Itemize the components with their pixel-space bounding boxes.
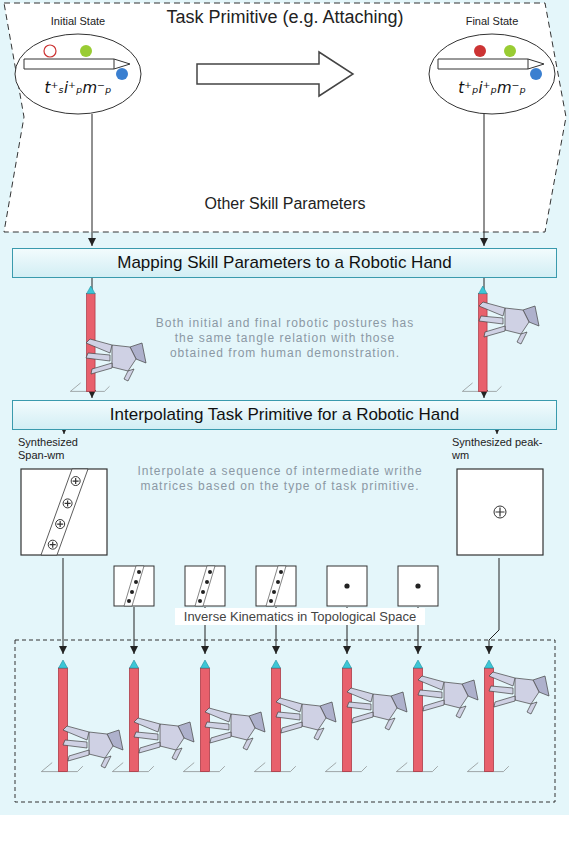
writhe-matrix-box: Synthesized Span-wm bbox=[16, 436, 112, 556]
connector-arrow bbox=[484, 114, 485, 246]
rod-symbol bbox=[24, 59, 130, 69]
rod bbox=[112, 660, 153, 772]
robot-hand bbox=[347, 688, 407, 730]
writhe-matrix bbox=[114, 566, 154, 606]
rod-symbol bbox=[438, 59, 544, 69]
robot-hand bbox=[63, 726, 123, 768]
matrix-heading: Synthesized peak-wm bbox=[452, 436, 544, 462]
writhe-matrix bbox=[256, 566, 296, 606]
plus-mark bbox=[48, 540, 57, 549]
robot-hand bbox=[86, 339, 146, 381]
state-heading: Final State bbox=[428, 15, 556, 27]
task-primitive-region: Task Primitive (e.g. Attaching)Other Ski… bbox=[4, 3, 566, 232]
dashed-frame bbox=[15, 640, 555, 802]
state-ellipse-outline bbox=[14, 33, 142, 115]
robot-hand bbox=[276, 698, 336, 740]
marker-circle bbox=[474, 45, 486, 57]
state-ellipse: Initial State t⁺ₛi⁺ₚm⁻ₚ bbox=[14, 15, 142, 115]
plus-mark bbox=[56, 520, 65, 529]
marker-circle bbox=[44, 45, 56, 57]
plus-mark bbox=[73, 478, 79, 484]
plus-mark bbox=[65, 500, 71, 506]
plus-mark bbox=[71, 477, 80, 486]
matrix-heading: Synthesized Span-wm bbox=[18, 436, 110, 462]
marker-circle bbox=[530, 68, 542, 80]
writhe-matrix bbox=[327, 566, 367, 606]
robot-hand bbox=[489, 672, 549, 714]
state-heading: Initial State bbox=[14, 15, 142, 27]
annotation: Interpolate a sequence of intermediate w… bbox=[120, 464, 440, 494]
marker-circle bbox=[116, 68, 128, 80]
marker-circle bbox=[504, 45, 516, 57]
writhe-matrix bbox=[398, 566, 438, 606]
plus-mark bbox=[50, 542, 56, 548]
writhe-matrix bbox=[185, 566, 225, 606]
robot-hand bbox=[479, 302, 539, 344]
tangle-formula: t⁺ₚi⁺ₚm⁻ₚ bbox=[428, 79, 556, 97]
plus-mark bbox=[496, 508, 505, 517]
robot-hand bbox=[134, 718, 194, 760]
matrix-square bbox=[456, 468, 544, 556]
tangle-formula: t⁺ₛi⁺ₚm⁻ₚ bbox=[14, 79, 142, 97]
matrix-band bbox=[41, 469, 88, 555]
box-label: Mapping Skill Parameters to a Robotic Ha… bbox=[117, 253, 452, 273]
writhe-matrix-box: Synthesized peak-wm bbox=[450, 436, 546, 556]
robot-hand bbox=[418, 676, 478, 718]
plus-mark bbox=[57, 521, 63, 527]
annotation: Inverse Kinematics in Topological Space bbox=[175, 608, 425, 625]
process-box: Interpolating Task Primitive for a Robot… bbox=[12, 400, 557, 430]
hollow-arrow bbox=[197, 52, 353, 96]
robot-hand bbox=[205, 708, 265, 750]
rod bbox=[462, 286, 501, 391]
annotation: Both initial and final robotic postures … bbox=[150, 316, 420, 361]
box-label: Interpolating Task Primitive for a Robot… bbox=[110, 405, 459, 425]
plus-mark bbox=[494, 506, 506, 518]
state-ellipse: Final State t⁺ₚi⁺ₚm⁻ₚ bbox=[428, 15, 556, 115]
process-box: Mapping Skill Parameters to a Robotic Ha… bbox=[12, 248, 557, 278]
matrix-square bbox=[20, 468, 108, 556]
state-ellipse-outline bbox=[428, 33, 556, 115]
plus-mark bbox=[63, 499, 72, 508]
marker-circle bbox=[80, 45, 92, 57]
region-note: Other Skill Parameters bbox=[4, 195, 566, 213]
connector-arrow bbox=[92, 114, 93, 246]
rod bbox=[396, 660, 437, 772]
